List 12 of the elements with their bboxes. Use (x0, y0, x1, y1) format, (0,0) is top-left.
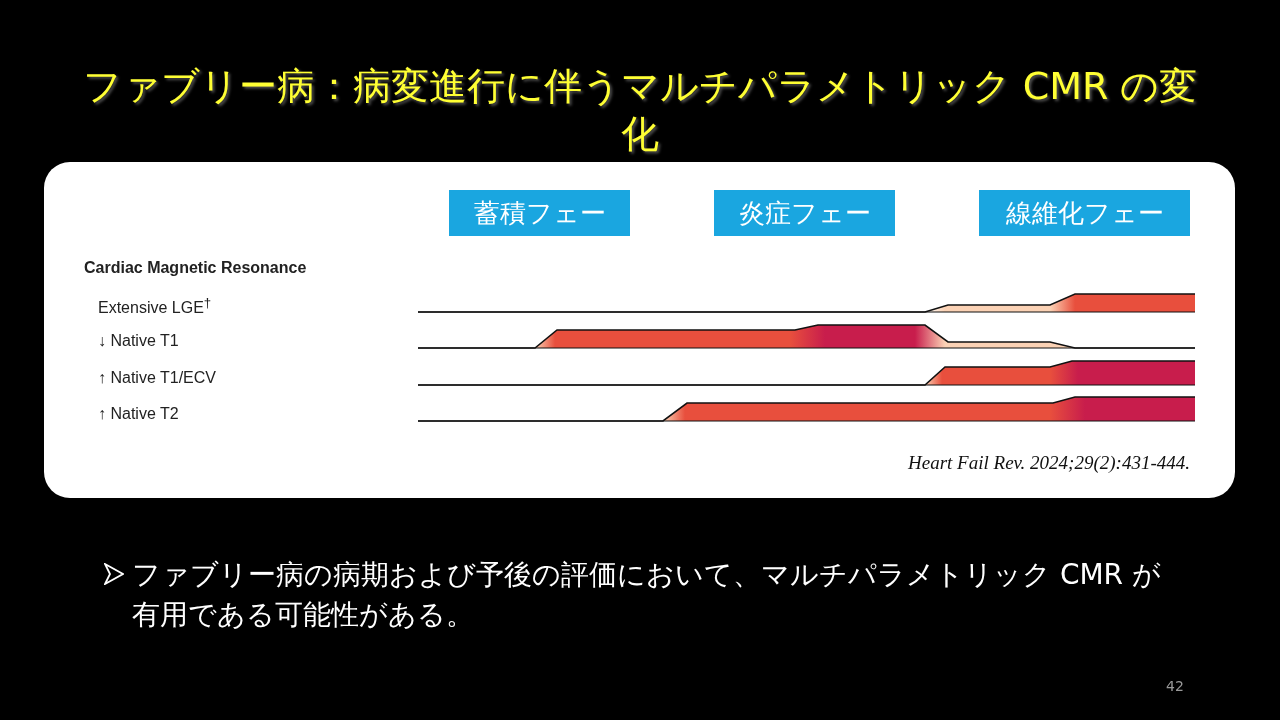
phase-box: 線維化フェー (979, 190, 1190, 236)
slide-title: ファブリー病：病変進行に伴うマルチパラメトリック CMR の変化 (81, 63, 1199, 158)
bullet-text: ファブリー病の病期および予後の評価において、マルチパラメトリック CMR が有用である可能性がある。 (132, 557, 1162, 633)
row-label: ↑ Native T1/ECV (98, 369, 216, 387)
phase-box: 蓄積フェー (449, 190, 630, 236)
page-number: 42 (1166, 678, 1184, 694)
phase-box: 炎症フェー (714, 190, 895, 236)
citation-text: Heart Fail Rev. 2024;29(2):431-444. (908, 452, 1190, 474)
row-label: ↑ Native T2 (98, 405, 179, 423)
row-label: ↓ Native T1 (98, 332, 179, 350)
table-heading: Cardiac Magnetic Resonance (84, 259, 307, 277)
row-label: Extensive LGE$^{†}$ (98, 295, 212, 318)
